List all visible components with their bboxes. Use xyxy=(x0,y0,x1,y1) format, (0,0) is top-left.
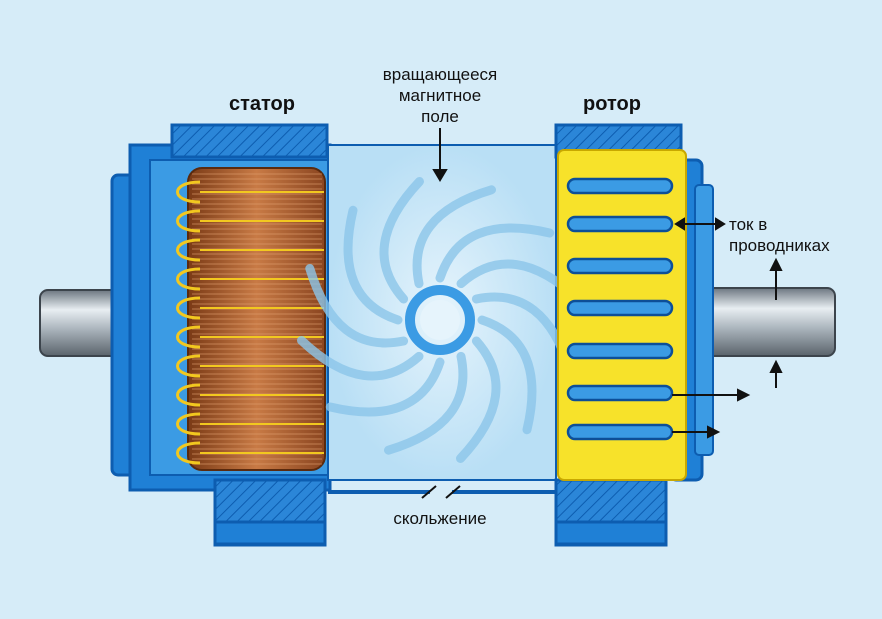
rotor-conductor-bar xyxy=(566,215,674,233)
winding-loop xyxy=(176,325,201,349)
winding-loop xyxy=(176,209,201,233)
rotor-conductor-bar xyxy=(566,299,674,317)
field-swirl-line xyxy=(412,185,496,289)
field-swirl-line xyxy=(477,315,537,435)
winding-loop xyxy=(176,412,201,436)
field-swirl-line xyxy=(343,205,403,325)
rotor-conductor-bar xyxy=(566,342,674,360)
field-swirl-line xyxy=(435,223,555,283)
right-shaft xyxy=(699,287,836,357)
rotor-conductors xyxy=(566,177,674,441)
stator-label: статор xyxy=(229,93,295,115)
rotating-magnetic-field xyxy=(297,144,583,481)
winding-loop xyxy=(176,238,201,262)
winding-loop xyxy=(176,296,201,320)
rotor-conductor-bar xyxy=(566,423,674,441)
current-label-line1: ток в xyxy=(729,215,767,234)
field-swirl-line xyxy=(305,264,409,348)
winding-loop xyxy=(176,267,201,291)
rotor-conductor-bar xyxy=(566,177,674,195)
annotation-arrows xyxy=(432,128,783,439)
field-swirl-line xyxy=(325,357,445,417)
field-label-line2: магнитное xyxy=(399,86,481,105)
field-swirl-line xyxy=(384,351,468,455)
current-label-line2: проводниках xyxy=(729,236,830,255)
winding-loop xyxy=(176,441,201,465)
field-swirl-line xyxy=(379,177,424,304)
winding-loop xyxy=(176,354,201,378)
winding-loop xyxy=(176,383,201,407)
field-label-line1: вращающееся xyxy=(383,65,498,84)
field-swirl-line xyxy=(297,336,424,381)
slip-label: скольжение xyxy=(393,509,486,528)
winding-loop xyxy=(176,180,201,204)
slip-gap-marker xyxy=(421,485,437,499)
rotor-conductor-bar xyxy=(566,384,674,402)
field-swirl-line xyxy=(456,336,501,463)
rotor-conductor-bar xyxy=(566,257,674,275)
rotor-label: ротор xyxy=(583,93,641,115)
field-label-line3: поле xyxy=(421,107,459,126)
stator-windings xyxy=(176,167,326,471)
